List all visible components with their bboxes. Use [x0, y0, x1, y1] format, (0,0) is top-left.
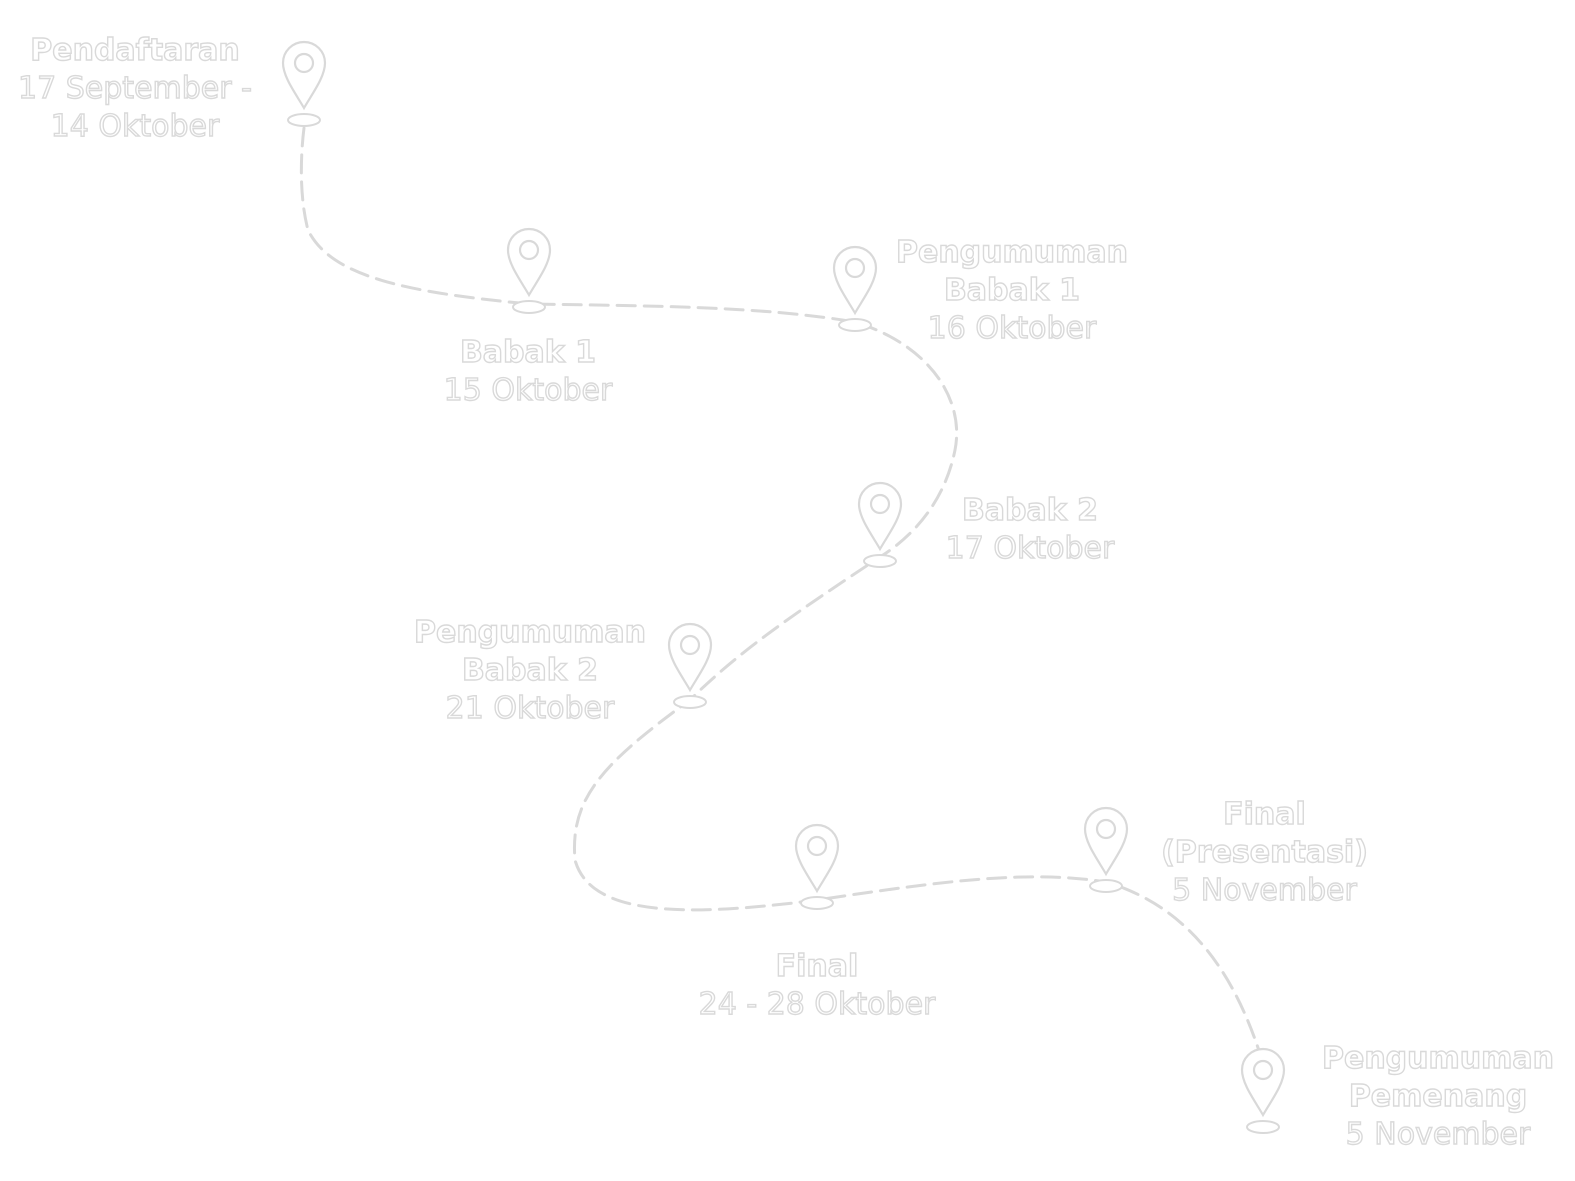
pin-hole — [806, 835, 828, 857]
milestone-pengumuman-babak-2-label: Pengumuman Babak 2 21 Oktober — [410, 614, 650, 728]
map-pin-icon — [794, 823, 840, 910]
milestone-date: 21 Oktober — [445, 690, 615, 726]
milestone-date: 5 November — [1171, 872, 1357, 908]
map-pin-icon — [506, 227, 552, 314]
pin-body — [281, 40, 327, 111]
milestone-final-presentasi-label: Final (Presentasi) 5 November — [1152, 796, 1377, 910]
map-pin-icon — [857, 481, 903, 568]
map-pin-icon — [1240, 1047, 1286, 1134]
milestone-babak-2-label: Babak 2 17 Oktober — [920, 492, 1140, 568]
milestone-title: Babak 2 — [961, 492, 1099, 528]
milestone-date-cont: 14 Oktober — [50, 108, 220, 144]
pin-base — [512, 300, 546, 314]
pin-hole — [844, 257, 866, 279]
pin-hole — [518, 239, 540, 261]
map-pin-icon — [1083, 806, 1129, 893]
milestone-babak-1-label: Babak 1 15 Oktober — [418, 334, 638, 410]
milestone-pengumuman-babak-1-label: Pengumuman Babak 1 16 Oktober — [892, 234, 1132, 348]
milestone-title-cont: Babak 1 — [943, 272, 1081, 308]
pin-hole — [1095, 818, 1117, 840]
pin-body — [506, 227, 552, 298]
milestone-title: Babak 1 — [459, 334, 597, 370]
milestone-title: Pendaftaran — [30, 32, 241, 68]
milestone-date: 24 - 28 Oktober — [698, 986, 936, 1022]
pin-hole — [293, 52, 315, 74]
pin-body — [1240, 1047, 1286, 1118]
milestone-title: Pengumuman — [1321, 1040, 1554, 1076]
pin-base — [1089, 879, 1123, 893]
milestone-title: Final — [1222, 796, 1306, 832]
pin-body — [1083, 806, 1129, 877]
milestone-pendaftaran-label: Pendaftaran 17 September - 14 Oktober — [10, 32, 260, 146]
milestone-date: 17 Oktober — [945, 530, 1115, 566]
pin-body — [667, 622, 713, 693]
pin-base — [287, 113, 321, 127]
milestone-title-cont: (Presentasi) — [1160, 834, 1368, 870]
map-pin-icon — [667, 622, 713, 709]
pin-base — [1246, 1120, 1280, 1134]
pin-body — [794, 823, 840, 894]
pin-hole — [679, 634, 701, 656]
milestone-final-label: Final 24 - 28 Oktober — [682, 948, 952, 1024]
pin-hole — [1252, 1059, 1274, 1081]
pin-base — [863, 554, 897, 568]
milestone-title-cont: Babak 2 — [461, 652, 599, 688]
milestone-title-cont: Pemenang — [1348, 1078, 1528, 1114]
milestone-title: Pengumuman — [895, 234, 1128, 270]
milestone-date: 17 September - — [17, 70, 252, 106]
map-pin-icon — [832, 245, 878, 332]
pin-base — [800, 896, 834, 910]
pin-base — [673, 695, 707, 709]
pin-base — [838, 318, 872, 332]
dashed-path — [299, 126, 1264, 1062]
milestone-title: Pengumuman — [413, 614, 646, 650]
map-pin-icon — [281, 40, 327, 127]
milestone-date: 16 Oktober — [927, 310, 1097, 346]
milestone-date: 5 November — [1345, 1116, 1531, 1152]
pin-hole — [869, 493, 891, 515]
milestone-date: 15 Oktober — [443, 372, 613, 408]
milestone-pengumuman-pemenang-label: Pengumuman Pemenang 5 November — [1318, 1040, 1558, 1154]
milestone-title: Final — [775, 948, 859, 984]
pin-body — [857, 481, 903, 552]
pin-body — [832, 245, 878, 316]
